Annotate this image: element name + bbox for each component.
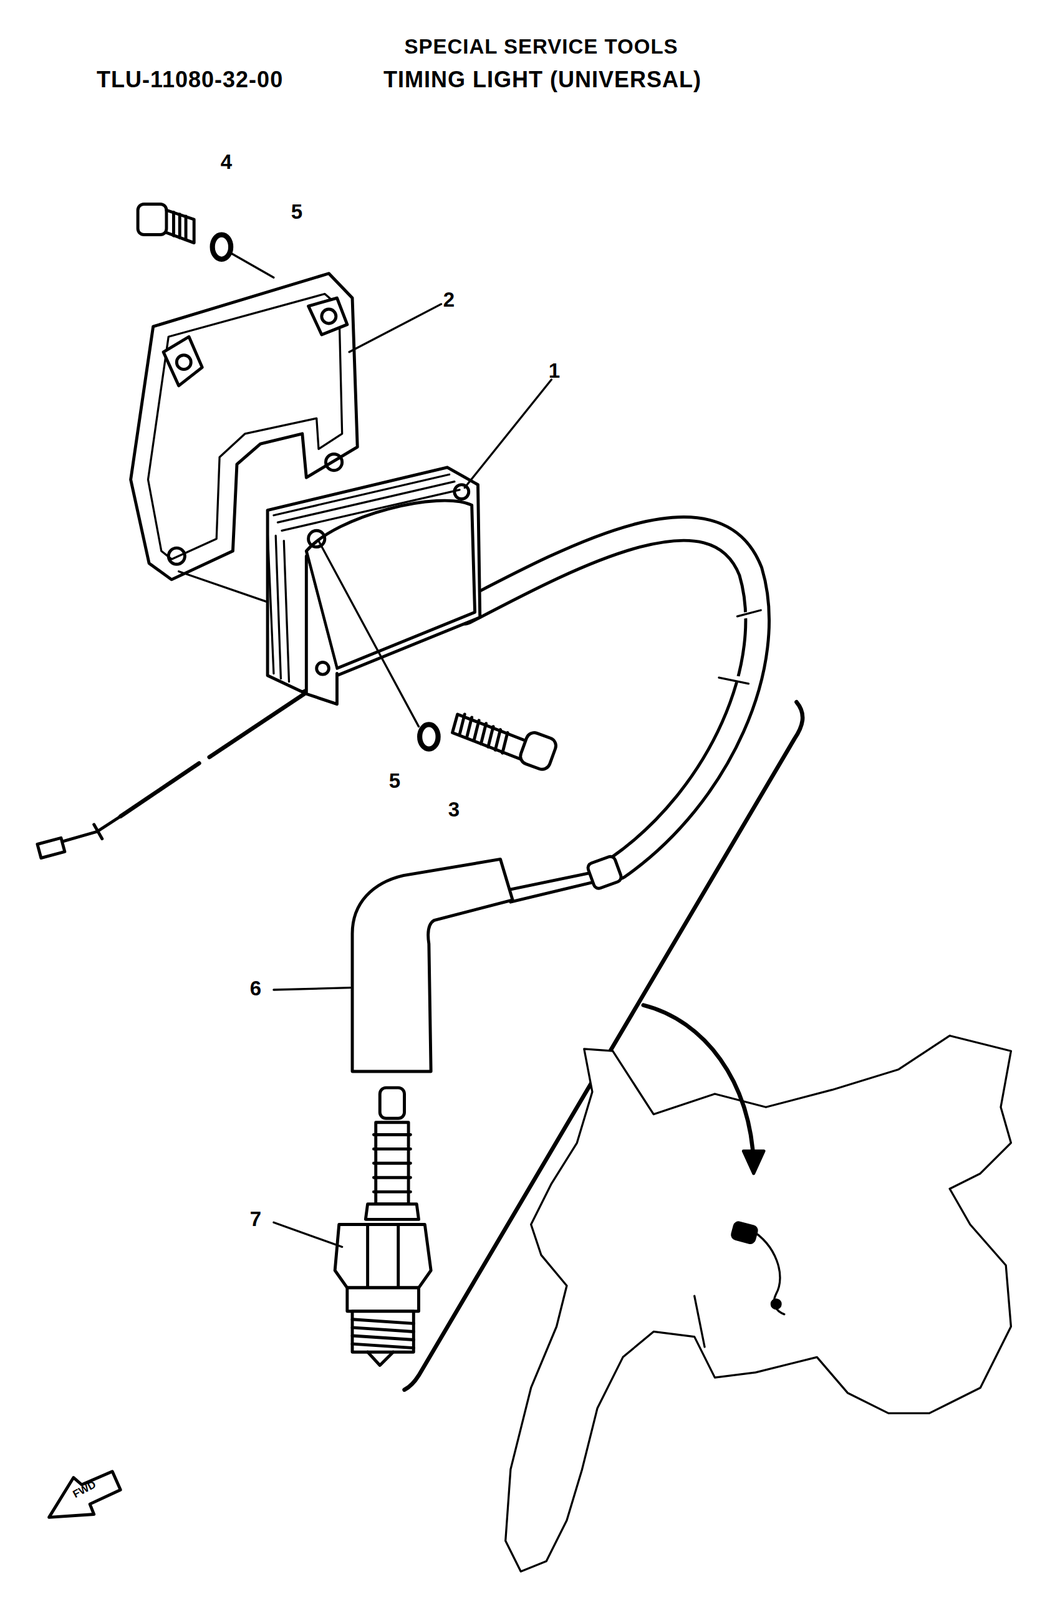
leader-line bbox=[464, 379, 552, 489]
forward-arrow bbox=[49, 1472, 121, 1519]
primary-wire bbox=[209, 693, 305, 758]
leader-line bbox=[273, 1222, 343, 1248]
mounting-bracket bbox=[130, 273, 358, 580]
callout-number: 6 bbox=[250, 978, 262, 999]
leader-line bbox=[273, 988, 351, 991]
locating-arrow bbox=[643, 1005, 754, 1165]
bolt bbox=[452, 714, 559, 772]
coil-location-mark bbox=[731, 1222, 758, 1244]
washer bbox=[212, 235, 231, 260]
callout-number: 2 bbox=[443, 289, 455, 310]
alignment-line bbox=[318, 541, 420, 728]
ignition-coil bbox=[267, 467, 481, 705]
alignment-line bbox=[178, 571, 268, 603]
leader-line bbox=[349, 304, 441, 353]
washer bbox=[419, 724, 438, 749]
callout-number: 3 bbox=[448, 799, 460, 820]
plug-cap bbox=[352, 859, 513, 1072]
ht-lead bbox=[464, 528, 758, 868]
spark-plug bbox=[334, 1088, 431, 1366]
callout-number: 1 bbox=[548, 360, 560, 381]
page-title: SPECIAL SERVICE TOOLS bbox=[404, 36, 678, 57]
tool-number: TLU-11080-32-00 bbox=[96, 68, 284, 92]
callout-number: 7 bbox=[250, 1209, 262, 1230]
callout-number: 5 bbox=[291, 201, 303, 222]
callout-number: 5 bbox=[389, 770, 401, 792]
tool-name: TIMING LIGHT (UNIVERSAL) bbox=[383, 68, 702, 92]
bolt bbox=[137, 203, 194, 243]
callout-number: 4 bbox=[220, 151, 232, 173]
motorcycle-outline bbox=[505, 1036, 1012, 1572]
alignment-line bbox=[230, 253, 274, 278]
